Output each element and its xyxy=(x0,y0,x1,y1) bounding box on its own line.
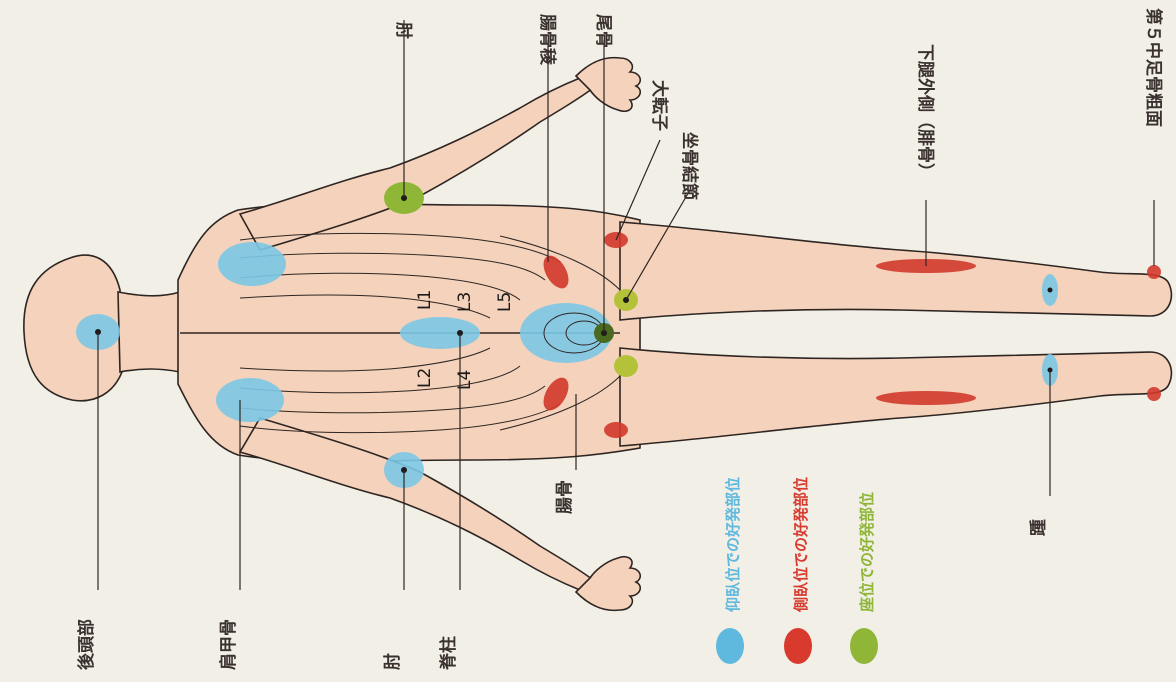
vertebra-l4: L4 xyxy=(455,370,475,390)
neck xyxy=(118,292,180,372)
marker-knee-bottom xyxy=(876,391,976,405)
marker-metatarsal-bottom xyxy=(1147,387,1161,401)
legend-swatch-lateral xyxy=(784,628,812,664)
legend-item-lateral: 側臥位での好発部位 xyxy=(784,477,812,664)
legend-swatch-sitting xyxy=(850,628,878,664)
marker-metatarsal-top xyxy=(1147,265,1161,279)
marker-ischial-bottom xyxy=(614,355,638,377)
legend-text-sitting: 座位での好発部位 xyxy=(858,492,876,613)
legend-item-supine: 仰臥位での好発部位 xyxy=(716,477,744,664)
marker-scapula-top xyxy=(218,242,286,286)
label-greater-trochanter: 大転子 xyxy=(649,80,670,131)
label-scapula: 肩甲骨 xyxy=(218,619,239,670)
hand-upper xyxy=(576,58,640,112)
marker-scapula-bottom xyxy=(216,378,284,422)
label-sacrum-top: 腸骨稜 xyxy=(537,14,558,66)
vertebra-l5: L5 xyxy=(495,292,515,312)
label-heel: 踵 xyxy=(1028,519,1049,536)
legend: 仰臥位での好発部位 側臥位での好発部位 座位での好発部位 xyxy=(716,477,878,664)
label-elbow-bottom: 肘 xyxy=(383,653,403,670)
marker-trochanter-bottom xyxy=(604,422,628,438)
legend-item-sitting: 座位での好発部位 xyxy=(850,492,878,664)
legend-swatch-supine xyxy=(716,628,744,664)
label-occiput: 後頭部 xyxy=(76,619,97,670)
legend-text-lateral: 側臥位での好発部位 xyxy=(792,477,810,613)
label-fifth-metatarsal: 第５中足骨粗面 xyxy=(1143,8,1164,127)
vertebra-l3: L3 xyxy=(455,292,475,312)
label-elbow-top: 肘 xyxy=(393,22,413,39)
vertebra-l1: L1 xyxy=(415,290,435,310)
hand-lower xyxy=(576,557,640,611)
label-spine: 脊柱 xyxy=(438,636,459,671)
label-ischial-tuberosity: 坐骨結節 xyxy=(679,132,700,200)
vertebra-l2: L2 xyxy=(415,368,435,388)
label-lateral-knee: 下腿外側（腓骨） xyxy=(915,44,936,180)
label-coccyx: 尾骨 xyxy=(593,14,613,48)
marker-spine xyxy=(400,317,480,349)
label-ilium: 腸骨 xyxy=(555,480,575,514)
legend-text-supine: 仰臥位での好発部位 xyxy=(724,477,742,612)
